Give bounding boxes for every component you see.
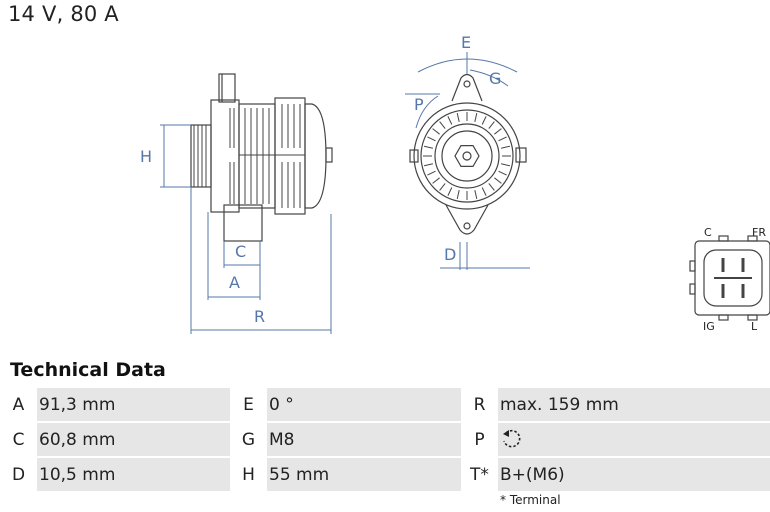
vent-slot	[500, 145, 511, 149]
vent-slot	[447, 116, 453, 125]
vent-slot	[481, 116, 487, 125]
vent-slot	[494, 177, 502, 184]
vent-slot	[474, 112, 478, 123]
spec-key: G	[230, 423, 267, 456]
vent-slot	[488, 183, 495, 191]
terminal-footnote: * Terminal	[500, 493, 561, 507]
spec-row: A 91,3 mm E 0 ° R max. 159 mm	[0, 388, 770, 421]
dimension-label-c: C	[235, 242, 246, 261]
connector-diagram	[689, 235, 770, 321]
clockwise-rotation-icon	[503, 429, 521, 447]
vent-slot	[432, 128, 440, 135]
dimension-label-e: E	[461, 33, 471, 52]
vent-slot	[439, 183, 446, 191]
vent-slot	[500, 163, 511, 167]
vent-slot	[498, 136, 507, 142]
alternator-side-view	[190, 73, 333, 242]
vent-slot	[481, 187, 487, 196]
dimension-label-r: R	[254, 307, 265, 326]
connector-label-fr: FR	[752, 226, 766, 239]
spec-row: D 10,5 mm H 55 mm T* B+(M6)	[0, 458, 770, 491]
dimension-label-p: P	[414, 95, 424, 114]
dimension-label-h: H	[140, 147, 152, 166]
front-view-vent-slots	[423, 112, 511, 200]
connector-label-c: C	[704, 226, 712, 239]
spec-value: B+(M6)	[498, 458, 770, 491]
spec-key: R	[461, 388, 498, 421]
vent-slot	[423, 163, 434, 167]
vent-slot	[494, 128, 502, 135]
connector-labels: C FR IG L	[703, 226, 766, 333]
vent-slot	[447, 187, 453, 196]
alternator-technical-drawing: H C A R E G P	[140, 33, 770, 334]
vent-slot	[456, 189, 460, 200]
technical-data-table: A 91,3 mm E 0 ° R max. 159 mm C 60,8 mm …	[0, 388, 770, 491]
dimension-label-a: A	[229, 273, 240, 292]
side-view-dimensions	[160, 124, 332, 334]
spec-row: C 60,8 mm G M8 P	[0, 423, 770, 456]
dimension-label-d: D	[444, 245, 456, 264]
vent-slot	[432, 177, 440, 184]
vent-slot	[498, 170, 507, 176]
spec-value: 0 °	[267, 388, 461, 421]
connector-label-l: L	[751, 320, 758, 333]
vent-slot	[439, 121, 446, 129]
product-rating-heading: 14 V, 80 A	[8, 2, 119, 26]
spec-key: C	[0, 423, 37, 456]
alternator-front-view	[409, 73, 527, 235]
front-view-dimension-labels: E G P D	[414, 33, 501, 264]
spec-value-rotation	[498, 423, 770, 456]
front-view-dimensions	[405, 52, 530, 270]
spec-value: 10,5 mm	[37, 458, 230, 491]
spec-key: T*	[461, 458, 498, 491]
spec-value: 55 mm	[267, 458, 461, 491]
connector-label-ig: IG	[703, 320, 715, 333]
vent-slot	[456, 112, 460, 123]
spec-value: M8	[267, 423, 461, 456]
side-view-dimension-labels: H C A R	[140, 147, 265, 326]
spec-value: 60,8 mm	[37, 423, 230, 456]
spec-key: H	[230, 458, 267, 491]
spec-value: 91,3 mm	[37, 388, 230, 421]
vent-slot	[427, 136, 436, 142]
vent-slot	[474, 189, 478, 200]
spec-key: P	[461, 423, 498, 456]
spec-key: A	[0, 388, 37, 421]
vent-slot	[488, 121, 495, 129]
spec-key: E	[230, 388, 267, 421]
vent-slot	[423, 145, 434, 149]
spec-key: D	[0, 458, 37, 491]
vent-slot	[427, 170, 436, 176]
section-title: Technical Data	[10, 359, 166, 381]
spec-value: max. 159 mm	[498, 388, 770, 421]
dimension-label-g: G	[489, 69, 501, 88]
